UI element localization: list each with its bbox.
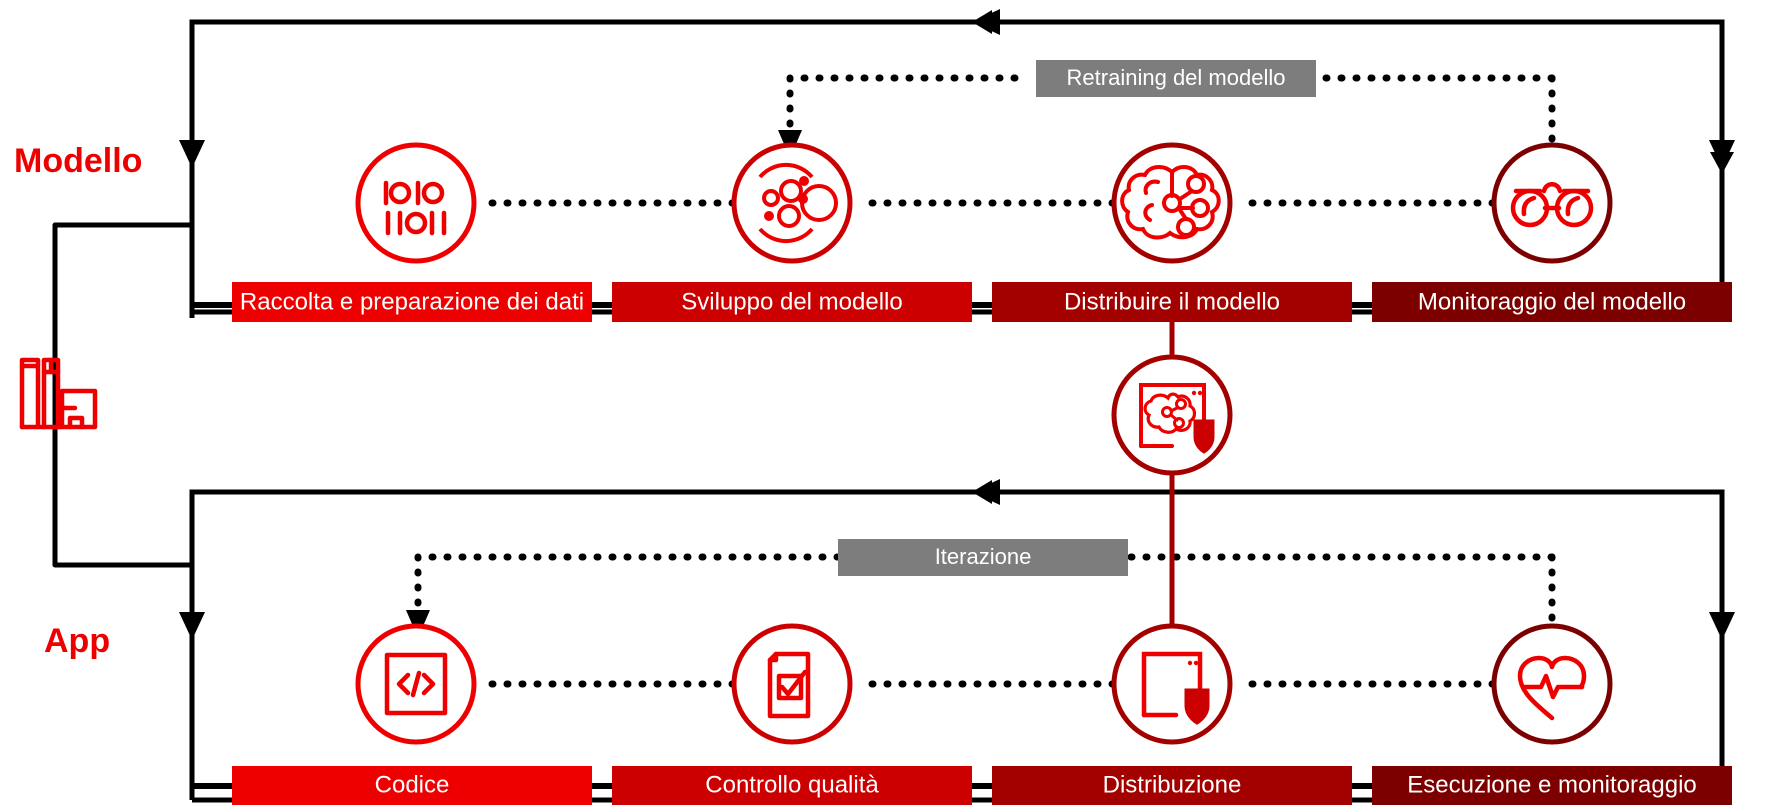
- iteration-loop: Iterazione: [406, 539, 1556, 638]
- stage-label-controllo: Controllo qualità: [705, 771, 879, 798]
- stage-icon-sviluppo[interactable]: [731, 142, 853, 264]
- brain-ai-icon: [1120, 165, 1221, 240]
- bridge-icon-group[interactable]: [1111, 354, 1233, 476]
- retraining-loop: Retraining del modello: [778, 60, 1556, 158]
- factory-icon: [19, 357, 98, 430]
- stage-bar-sviluppo[interactable]: [612, 282, 972, 322]
- heart-pulse-icon-ring: [1491, 623, 1613, 745]
- retraining-label: Retraining del modello: [1067, 65, 1286, 90]
- retraining-label-box: [1036, 60, 1316, 97]
- stage-bar-esecuzione[interactable]: [1372, 766, 1732, 805]
- stage-bar-distribuire[interactable]: [992, 282, 1352, 322]
- lane-title-modello: Modello: [14, 142, 142, 180]
- stage-label-distribuire: Distribuire il modello: [1064, 288, 1280, 315]
- stage-icon-esecuzione[interactable]: [1491, 623, 1613, 745]
- lane-title-app: App: [44, 622, 110, 660]
- document-check-icon: [767, 651, 811, 719]
- window-brain-shield-icon: [1139, 383, 1215, 454]
- code-brackets-icon: [384, 652, 448, 716]
- binoculars-icon-ring: [1491, 142, 1613, 264]
- stage-bar-raccolta[interactable]: [232, 282, 592, 322]
- app-shield-icon: [1141, 651, 1210, 725]
- stage-icon-controllo[interactable]: [731, 623, 853, 745]
- stage-label-raccolta: Raccolta e preparazione dei dati: [240, 288, 584, 315]
- stage-bar-codice[interactable]: [232, 766, 592, 805]
- binoculars-icon: [1510, 182, 1594, 228]
- stage-icon-monitoraggio[interactable]: [1491, 142, 1613, 264]
- model-lane-bars: Raccolta e preparazione dei dati Svilupp…: [192, 282, 1732, 322]
- stage-icon-raccolta[interactable]: [355, 142, 477, 264]
- stage-label-monitoraggio: Monitoraggio del modello: [1418, 288, 1686, 315]
- stage-bar-distribuzione[interactable]: [992, 766, 1352, 805]
- stage-icon-codice[interactable]: [355, 623, 477, 745]
- app-shield-icon-ring: [1111, 623, 1233, 745]
- heart-pulse-icon: [1517, 655, 1587, 721]
- stage-icon-distribuire[interactable]: [1111, 142, 1233, 264]
- model-clusters-icon-ring: [731, 142, 853, 264]
- factory-connector: [52, 222, 192, 568]
- app-lane-bars: Codice Controllo qualità Distribuzione E…: [192, 766, 1732, 805]
- document-check-icon-ring: [731, 623, 853, 745]
- stage-label-esecuzione: Esecuzione e monitoraggio: [1407, 771, 1697, 798]
- model-clusters-icon: [758, 162, 838, 244]
- iteration-label-box: [838, 539, 1128, 576]
- iteration-label: Iterazione: [935, 544, 1032, 569]
- binary-data-icon: [383, 180, 447, 236]
- stage-label-distribuzione: Distribuzione: [1103, 771, 1242, 798]
- stage-icon-distribuzione[interactable]: [1111, 623, 1233, 745]
- stage-bar-controllo[interactable]: [612, 766, 972, 805]
- stage-bar-monitoraggio[interactable]: [1372, 282, 1732, 322]
- stage-label-sviluppo: Sviluppo del modello: [681, 288, 902, 315]
- brain-ai-icon-ring: [1111, 142, 1233, 264]
- stage-label-codice: Codice: [375, 771, 450, 798]
